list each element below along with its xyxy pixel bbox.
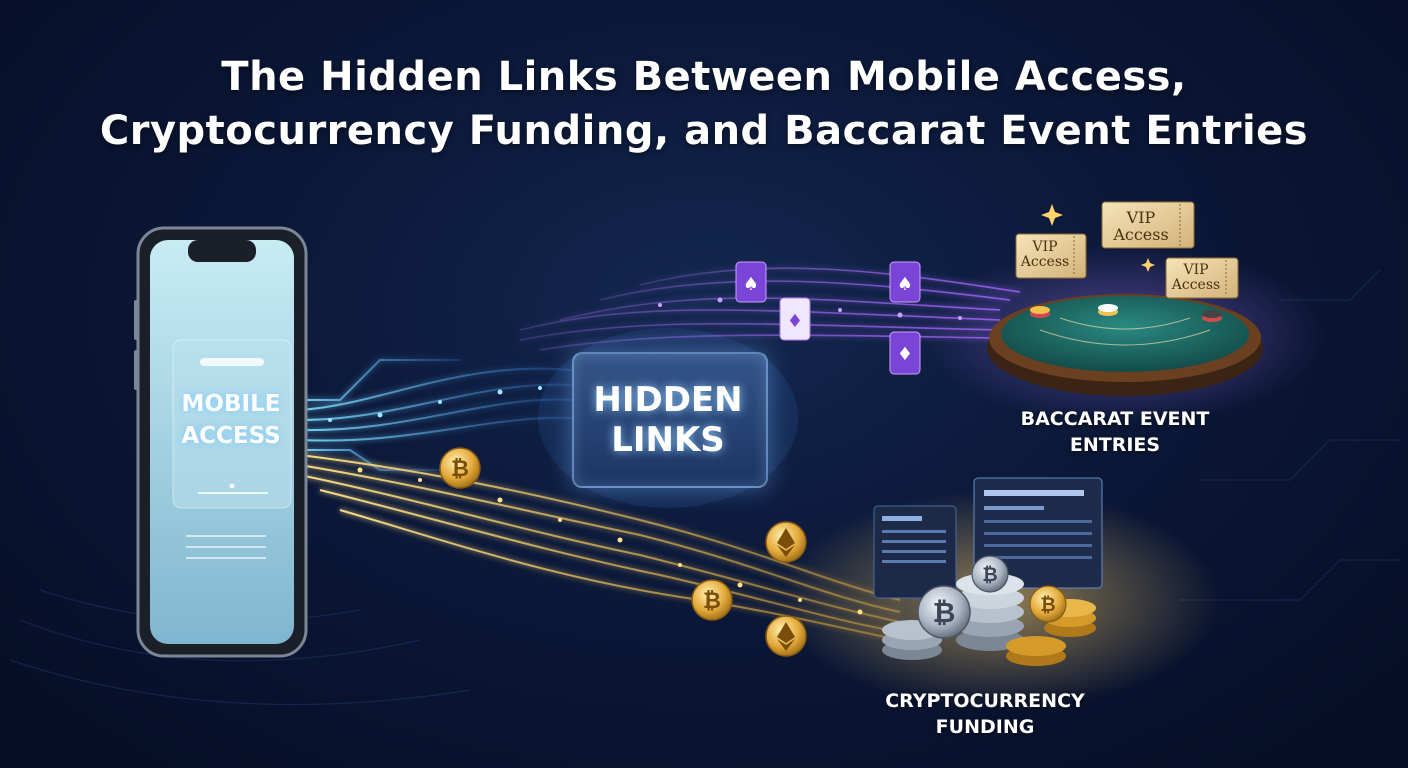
hidden-links-glow bbox=[538, 328, 798, 508]
svg-text:♦: ♦ bbox=[897, 344, 913, 365]
playing-card-icon: ♠ bbox=[889, 261, 921, 303]
vip-ticket-text-1: VIP Access bbox=[1016, 240, 1074, 270]
vip-ticket-text-2: VIP Access bbox=[1102, 209, 1180, 243]
vip-ticket-icon bbox=[1015, 233, 1087, 279]
svg-text:♠: ♠ bbox=[897, 274, 913, 295]
vip-ticket-line-2: Access bbox=[1020, 254, 1070, 270]
playing-card-icon: ♦ bbox=[779, 297, 811, 341]
page-title-line-1: The Hidden Links Between Mobile Access, bbox=[221, 54, 1187, 100]
hidden-links-label: HIDDEN LINKS bbox=[593, 380, 743, 460]
phone-icon bbox=[134, 226, 308, 658]
svg-text:₿: ₿ bbox=[982, 564, 997, 586]
vip-ticket-line-2: Access bbox=[1113, 225, 1169, 244]
vip-ticket-icon bbox=[1101, 201, 1195, 249]
mobile-access-label: MOBILE ACCESS bbox=[181, 391, 281, 449]
cryptocurrency-funding-label: CRYPTOCURRENCY FUNDING bbox=[885, 690, 1085, 738]
svg-text:₿: ₿ bbox=[933, 596, 956, 629]
blue-stream bbox=[299, 359, 573, 471]
vip-ticket-line-1: VIP bbox=[1126, 208, 1156, 227]
bitcoin-coin-icon: ₿ bbox=[439, 447, 481, 489]
blue-particles bbox=[328, 386, 542, 422]
svg-text:₿: ₿ bbox=[1040, 594, 1055, 616]
hidden-links-box bbox=[572, 352, 768, 488]
bitcoin-coin-icon: ₿ bbox=[1029, 585, 1067, 623]
baccarat-event-entries-label: BACCARAT EVENT ENTRIES bbox=[1020, 408, 1210, 456]
svg-text:♠: ♠ bbox=[743, 274, 759, 295]
dashboard-panel-icon bbox=[873, 505, 957, 599]
ethereum-coin-icon bbox=[765, 521, 807, 563]
baccarat-table-icon bbox=[987, 294, 1263, 396]
bitcoin-coin-icon: ₿ bbox=[971, 555, 1009, 593]
playing-card-icon: ♦ bbox=[889, 331, 921, 375]
bitcoin-coin-icon: ₿ bbox=[917, 585, 971, 639]
vip-ticket-line-1: VIP bbox=[1032, 239, 1058, 255]
vip-ticket-line-1: VIP bbox=[1183, 262, 1209, 278]
page-title-line-2: Cryptocurrency Funding, and Baccarat Eve… bbox=[99, 108, 1309, 154]
dashboard-panel-icon bbox=[973, 477, 1103, 589]
bitcoin-coin-icon: ₿ bbox=[691, 579, 733, 621]
sparkle-icon bbox=[1041, 204, 1155, 272]
playing-card-icon: ♠ bbox=[735, 261, 767, 303]
svg-text:₿: ₿ bbox=[703, 589, 721, 614]
vip-ticket-icon bbox=[1165, 257, 1239, 299]
vip-ticket-line-2: Access bbox=[1171, 277, 1221, 293]
svg-text:₿: ₿ bbox=[451, 457, 469, 482]
svg-text:♦: ♦ bbox=[787, 311, 803, 332]
vip-ticket-text-3: VIP Access bbox=[1166, 263, 1226, 293]
